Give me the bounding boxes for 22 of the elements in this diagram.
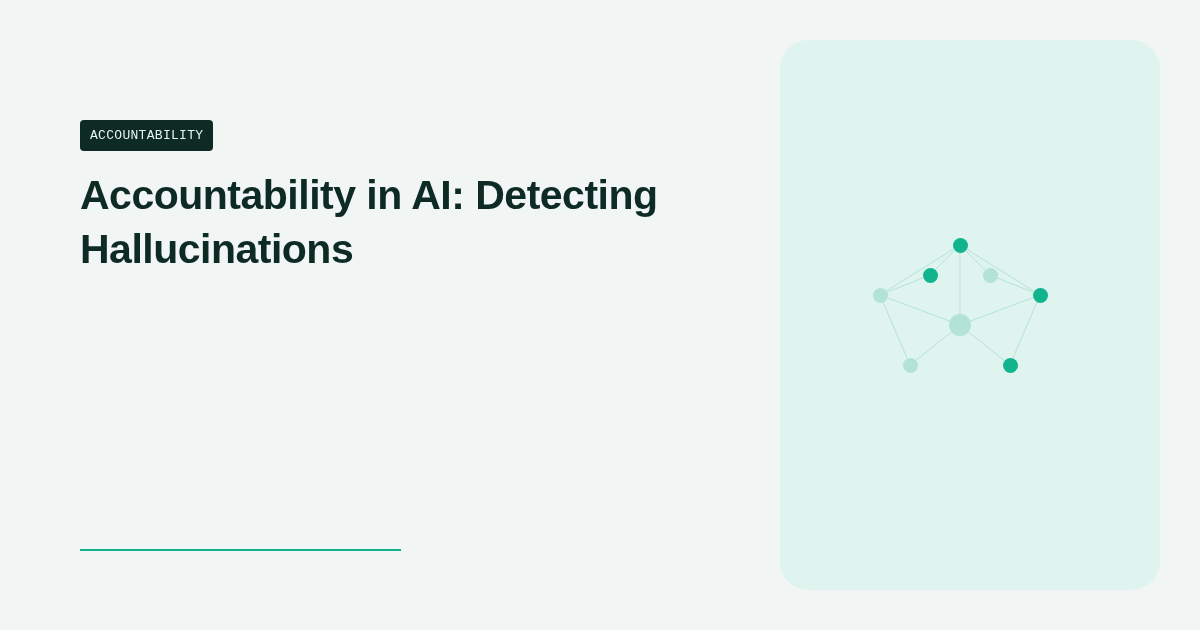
connector-line [886, 277, 924, 293]
title: Accountability in AI: Detecting Hallucinations [80, 171, 659, 274]
connector-line [915, 331, 952, 361]
connector-line [886, 297, 951, 322]
network-node-dot [1032, 287, 1048, 303]
connector-line [1012, 301, 1038, 359]
connector-line [996, 277, 1034, 293]
network-node-dot [922, 267, 938, 283]
connector-line [969, 297, 1034, 322]
network-node-dot [949, 314, 971, 336]
category-tag: ACCOUNTABILITY [80, 120, 214, 151]
network-node-dot [952, 237, 968, 253]
connector-line [964, 249, 986, 271]
connector-line [934, 249, 956, 271]
connector-line [968, 331, 1005, 361]
connector-line [885, 248, 955, 292]
network-node-dot [982, 267, 998, 283]
connector-line [882, 301, 908, 359]
network-node-dot [1002, 357, 1018, 373]
network-node-dot [872, 287, 888, 303]
connector-line [965, 248, 1035, 292]
network-node-dot [902, 357, 918, 373]
